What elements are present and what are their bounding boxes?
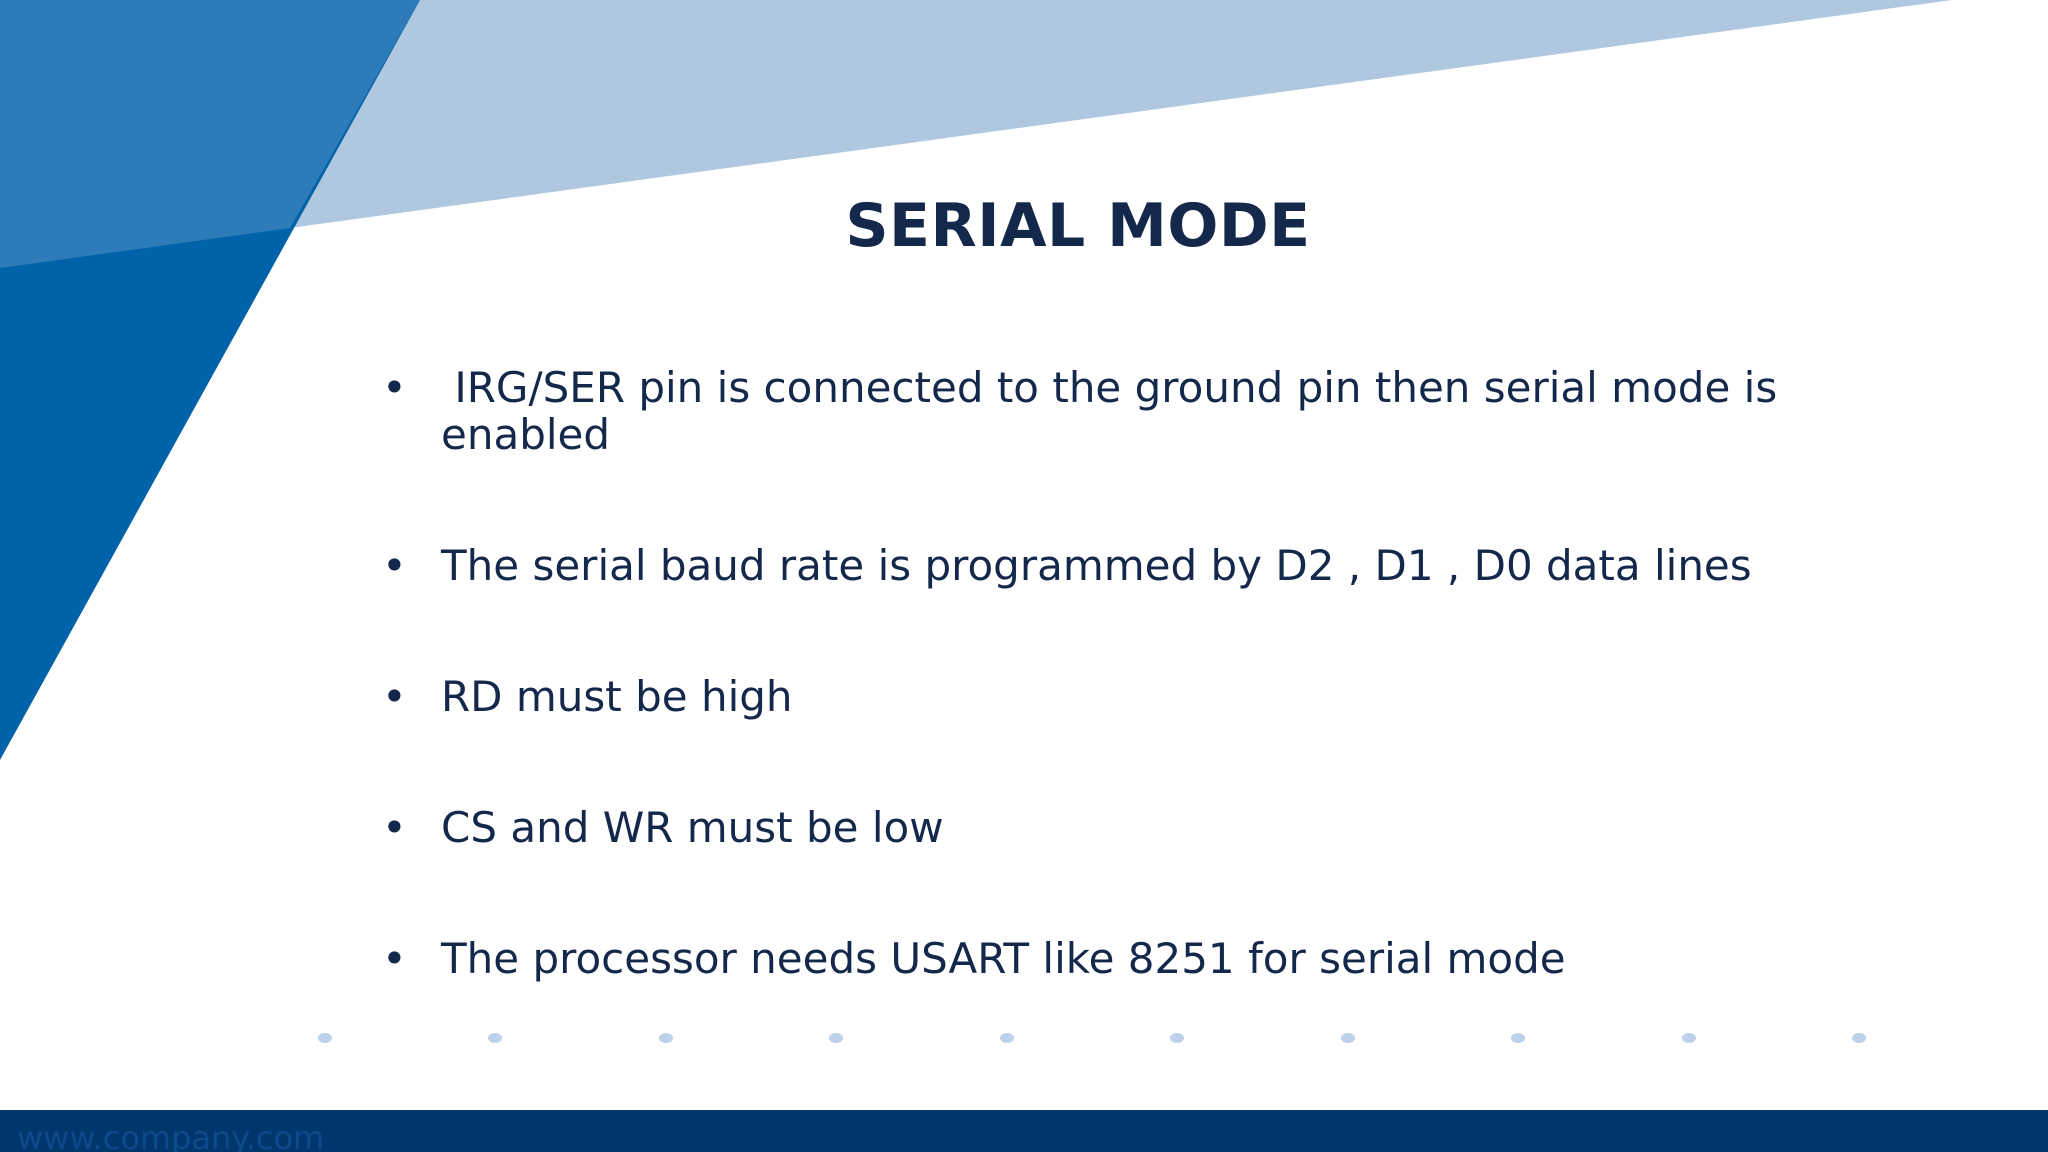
bullet-text: CS and WR must be low bbox=[441, 803, 944, 852]
bullet-item: • CS and WR must be low bbox=[382, 804, 1782, 851]
decorative-dot bbox=[829, 1033, 843, 1043]
bullet-marker: • bbox=[382, 363, 407, 412]
footer-url: www.company.com bbox=[17, 1119, 325, 1152]
decorative-dot-row bbox=[318, 1033, 1868, 1047]
bullet-text: IRG/SER pin is connected to the ground p… bbox=[441, 363, 1791, 459]
bullet-item: • RD must be high bbox=[382, 673, 1782, 720]
footer-bar bbox=[0, 1110, 2048, 1152]
light-blue-banner-shape bbox=[0, 0, 1952, 268]
bullet-list: • IRG/SER pin is connected to the ground… bbox=[382, 364, 1782, 982]
bullet-text: The serial baud rate is programmed by D2… bbox=[441, 541, 1752, 590]
bullet-marker: • bbox=[382, 541, 407, 590]
decorative-dot bbox=[1511, 1033, 1525, 1043]
decorative-dot bbox=[1852, 1033, 1866, 1043]
bullet-item: • The serial baud rate is programmed by … bbox=[382, 542, 1782, 589]
slide-title: SERIAL MODE bbox=[845, 191, 1311, 261]
bullet-marker: • bbox=[382, 672, 407, 721]
bullet-item: • The processor needs USART like 8251 fo… bbox=[382, 935, 1782, 982]
bullet-text: The processor needs USART like 8251 for … bbox=[441, 934, 1566, 983]
decorative-dot bbox=[1682, 1033, 1696, 1043]
decorative-dot bbox=[488, 1033, 502, 1043]
decorative-dot bbox=[1000, 1033, 1014, 1043]
bullet-item: • IRG/SER pin is connected to the ground… bbox=[382, 364, 1782, 458]
bullet-marker: • bbox=[382, 934, 407, 983]
decorative-dot bbox=[318, 1033, 332, 1043]
bullet-text: RD must be high bbox=[441, 672, 793, 721]
decorative-dot bbox=[659, 1033, 673, 1043]
decorative-dot bbox=[1170, 1033, 1184, 1043]
decorative-dot bbox=[1341, 1033, 1355, 1043]
bullet-marker: • bbox=[382, 803, 407, 852]
mid-blue-triangle-shape bbox=[0, 0, 420, 268]
